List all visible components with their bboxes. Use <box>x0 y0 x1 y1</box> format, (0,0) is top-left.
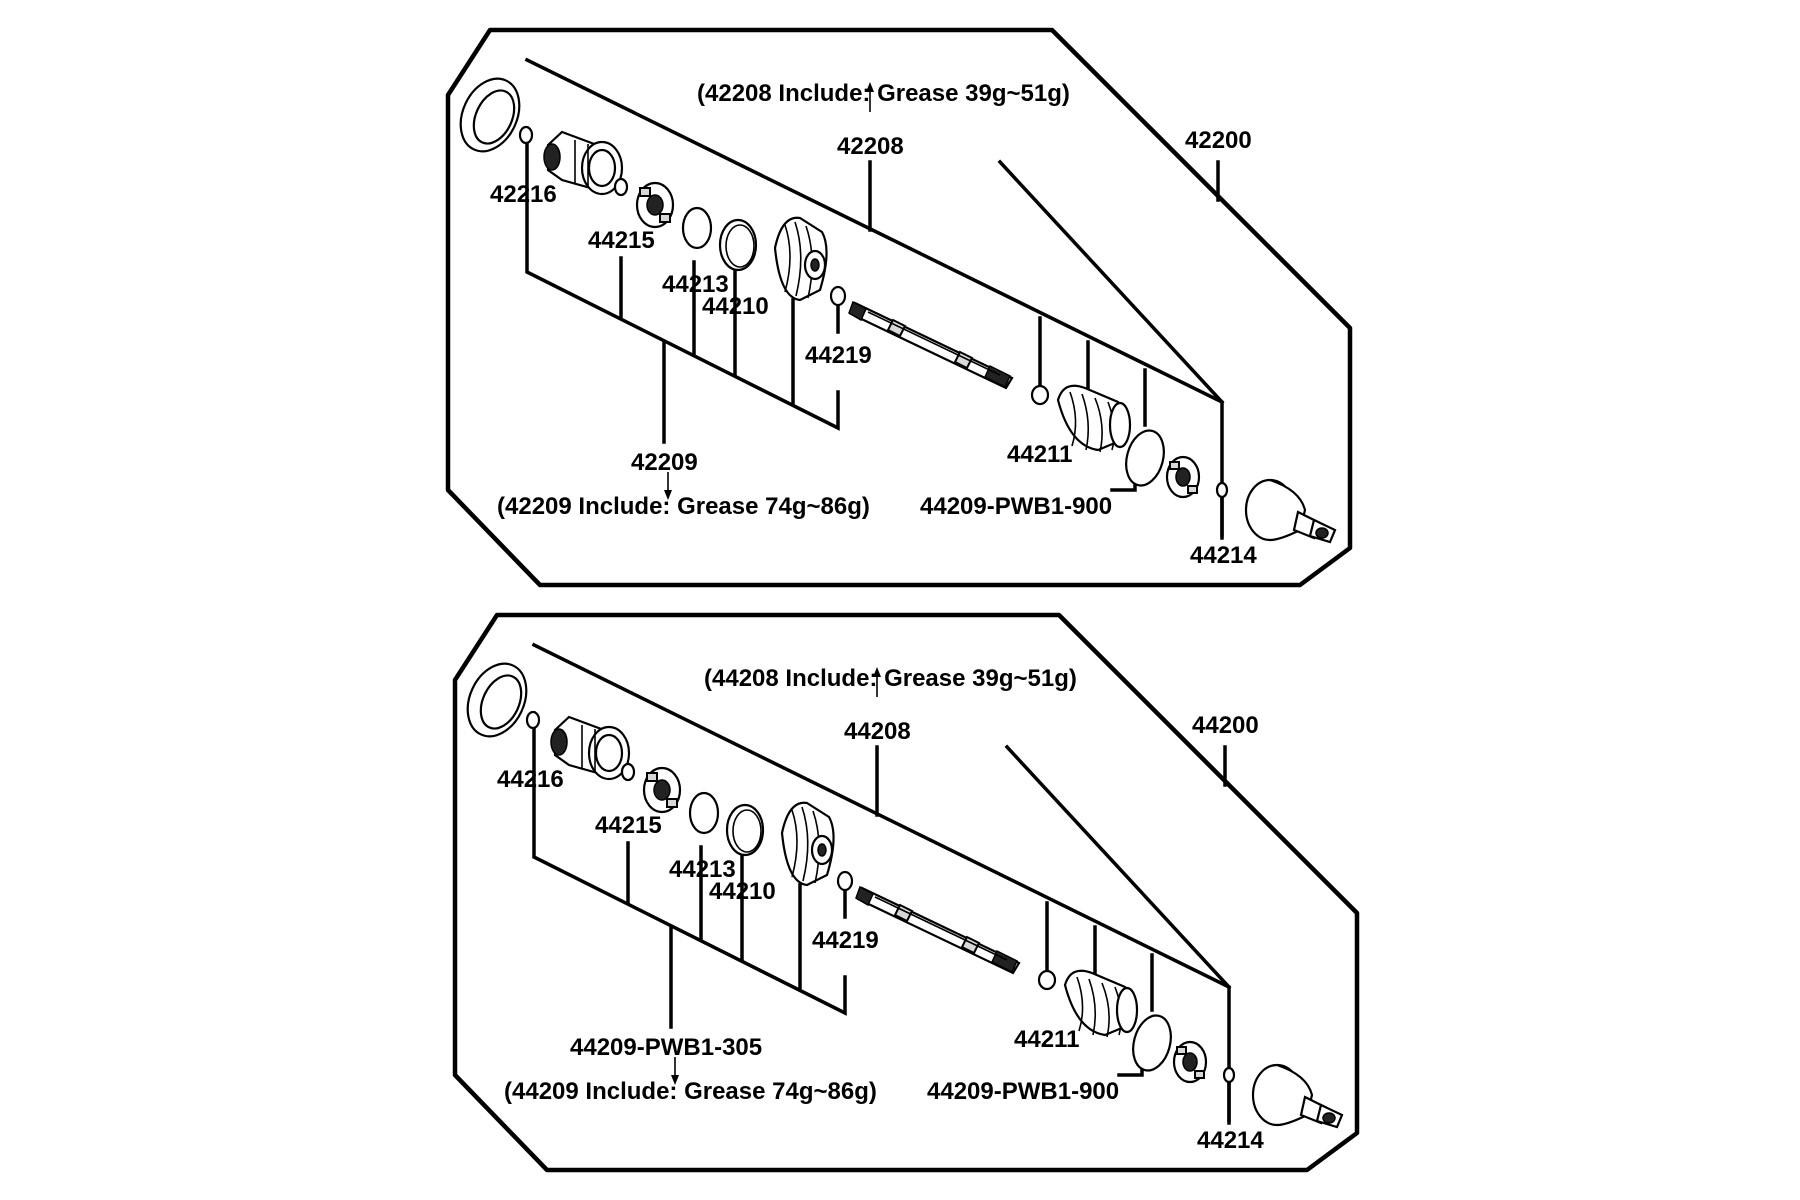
outer-note-label: (42209 Include: Grease 74g~86g) <box>497 493 870 520</box>
part-44219-label: 44219 <box>805 342 872 369</box>
boot-kit-label: 44209-PWB1-900 <box>927 1078 1119 1105</box>
boot-kit-label: 44209-PWB1-900 <box>920 493 1112 520</box>
part-44210-label: 44210 <box>702 293 769 320</box>
inner-note-label: (44208 Include: Grease 39g~51g) <box>704 665 1077 692</box>
panel-bottom: (44208 Include: Grease 39g~51g) 44208 44… <box>455 615 1357 1170</box>
outer-joint-label: 44209-PWB1-305 <box>570 1034 762 1061</box>
part-44215-label: 44215 <box>595 812 662 839</box>
assembly-label: 44200 <box>1192 712 1259 739</box>
panel-top: (42208 Include: Grease 39g~51g) 42208 42… <box>448 30 1350 585</box>
part-44216-label: 42216 <box>490 181 557 208</box>
inner-note-label: (42208 Include: Grease 39g~51g) <box>697 80 1070 107</box>
outer-note-label: (44209 Include: Grease 74g~86g) <box>504 1078 877 1105</box>
assembly-label: 42200 <box>1185 127 1252 154</box>
part-44210-label: 44210 <box>709 878 776 905</box>
part-44216-label: 44216 <box>497 766 564 793</box>
part-44211-label: 44211 <box>1014 1026 1079 1053</box>
part-44213-label: 44213 <box>662 271 729 298</box>
part-44215-label: 44215 <box>588 227 655 254</box>
part-44211-label: 44211 <box>1007 441 1072 468</box>
part-44214-label: 44214 <box>1190 542 1257 569</box>
part-44213-label: 44213 <box>669 856 736 883</box>
inner-joint-label: 44208 <box>844 718 911 745</box>
inner-joint-label: 42208 <box>837 133 904 160</box>
outer-joint-label: 42209 <box>631 449 698 476</box>
part-44219-label: 44219 <box>812 927 879 954</box>
part-44214-label: 44214 <box>1197 1127 1264 1154</box>
